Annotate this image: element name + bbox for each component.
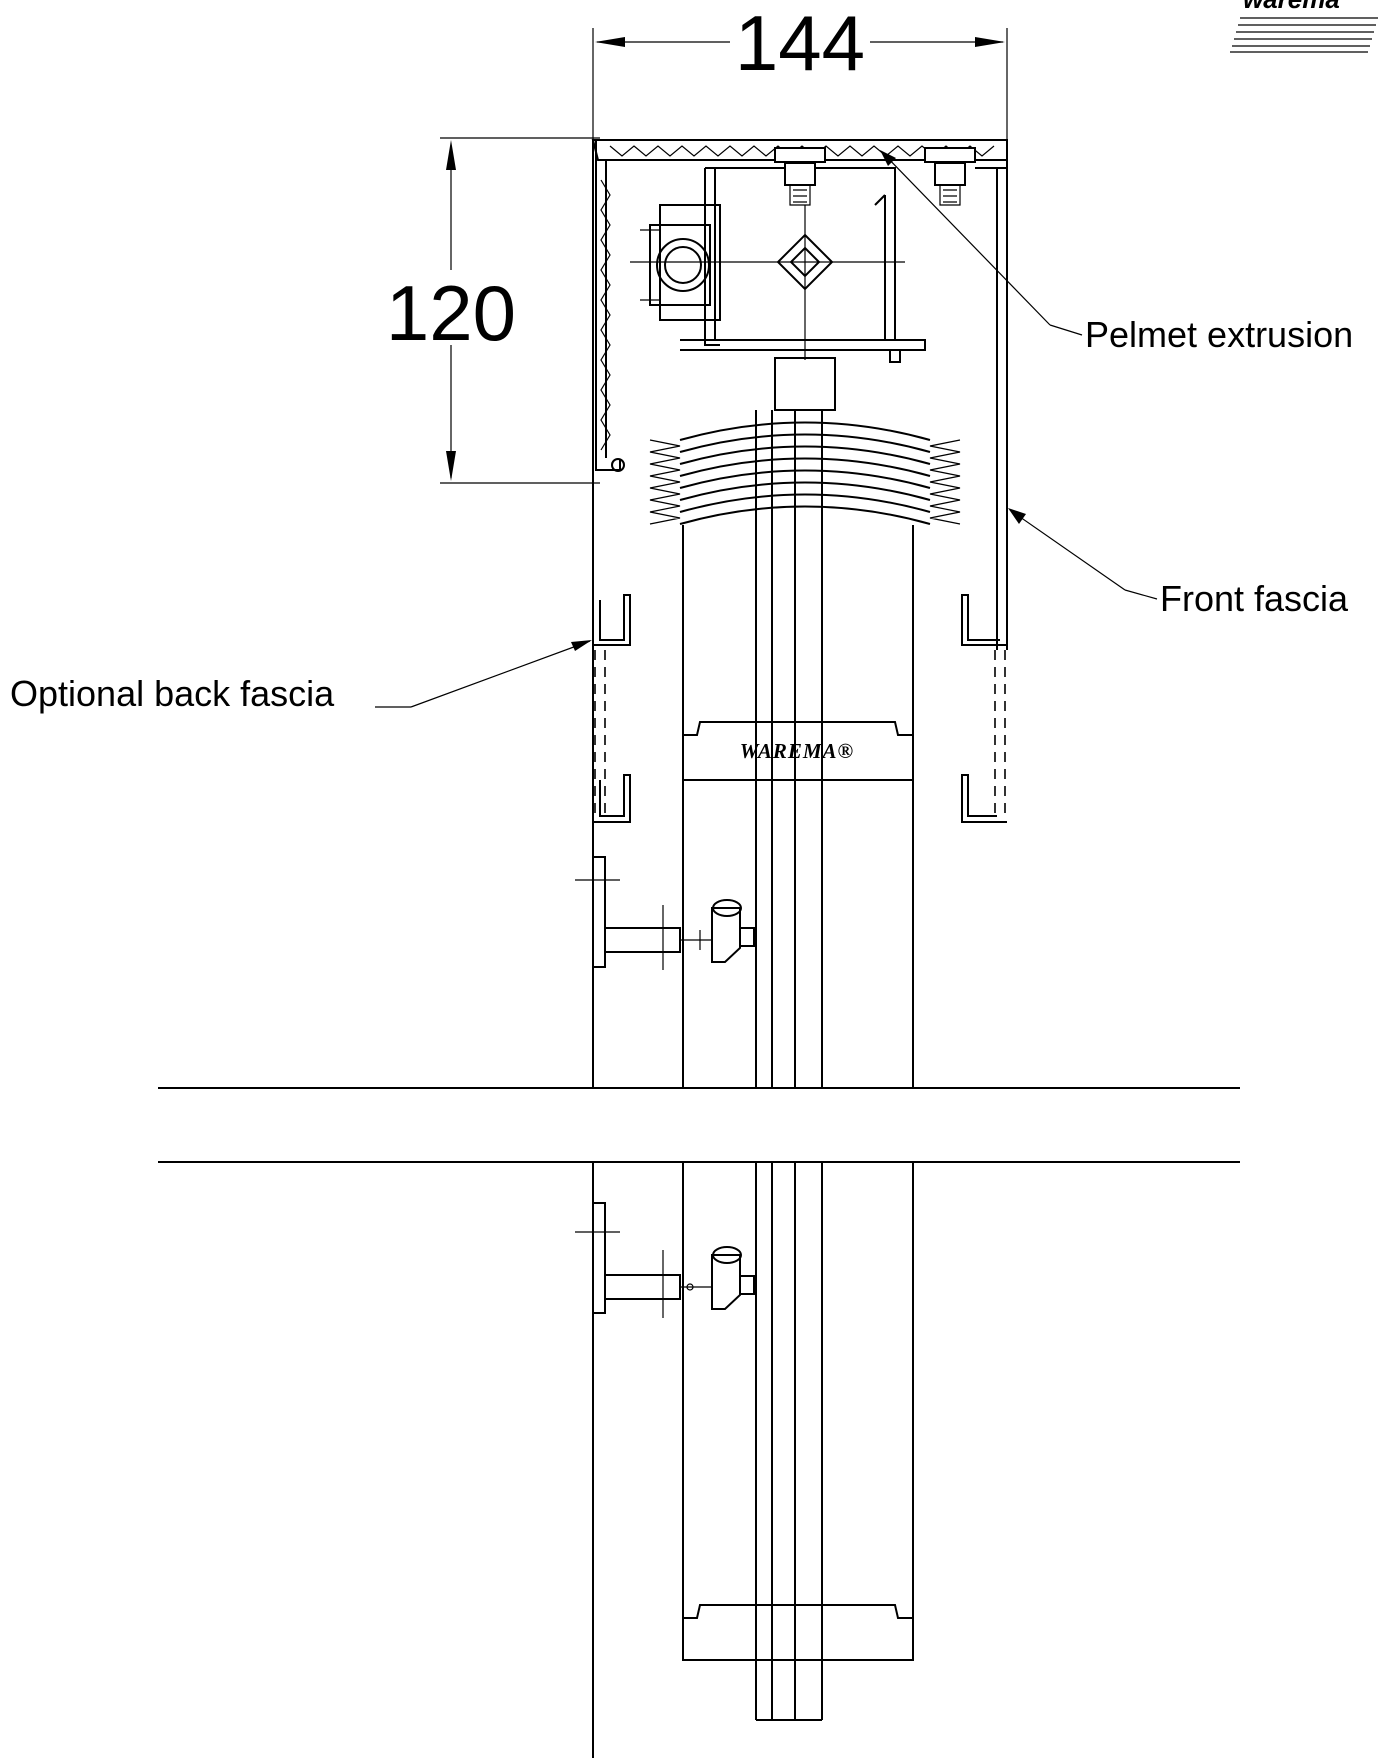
headrail [630,147,976,411]
wall-bracket-lower [575,1202,755,1318]
pelmet-extrusion [591,139,1008,650]
leader-back-fascia: Optional back fascia [10,640,592,714]
dimension-width-label: 144 [735,0,865,87]
bottom-bar-upper: WAREMA® [682,721,914,781]
label-pelmet: Pelmet extrusion [1085,314,1353,355]
dimension-width: 144 [592,0,1008,140]
brand-plate-text: WAREMA® [740,739,855,763]
slat-stack [649,421,961,525]
dimension-height-label: 120 [386,269,516,357]
leader-front-fascia: Front fascia [1008,508,1349,619]
warema-logo: warema [1230,0,1378,53]
label-back-fascia: Optional back fascia [10,673,335,714]
wall-bracket-upper [575,856,755,970]
leader-pelmet: Pelmet extrusion [880,150,1353,355]
logo-text: warema [1243,0,1340,14]
label-front-fascia: Front fascia [1160,578,1349,619]
guide-rails [592,140,914,1758]
break-lines [158,1087,1240,1163]
fascia-clips [593,594,1007,823]
dimension-height: 120 [386,137,600,484]
bottom-bar-lower [682,1604,914,1661]
